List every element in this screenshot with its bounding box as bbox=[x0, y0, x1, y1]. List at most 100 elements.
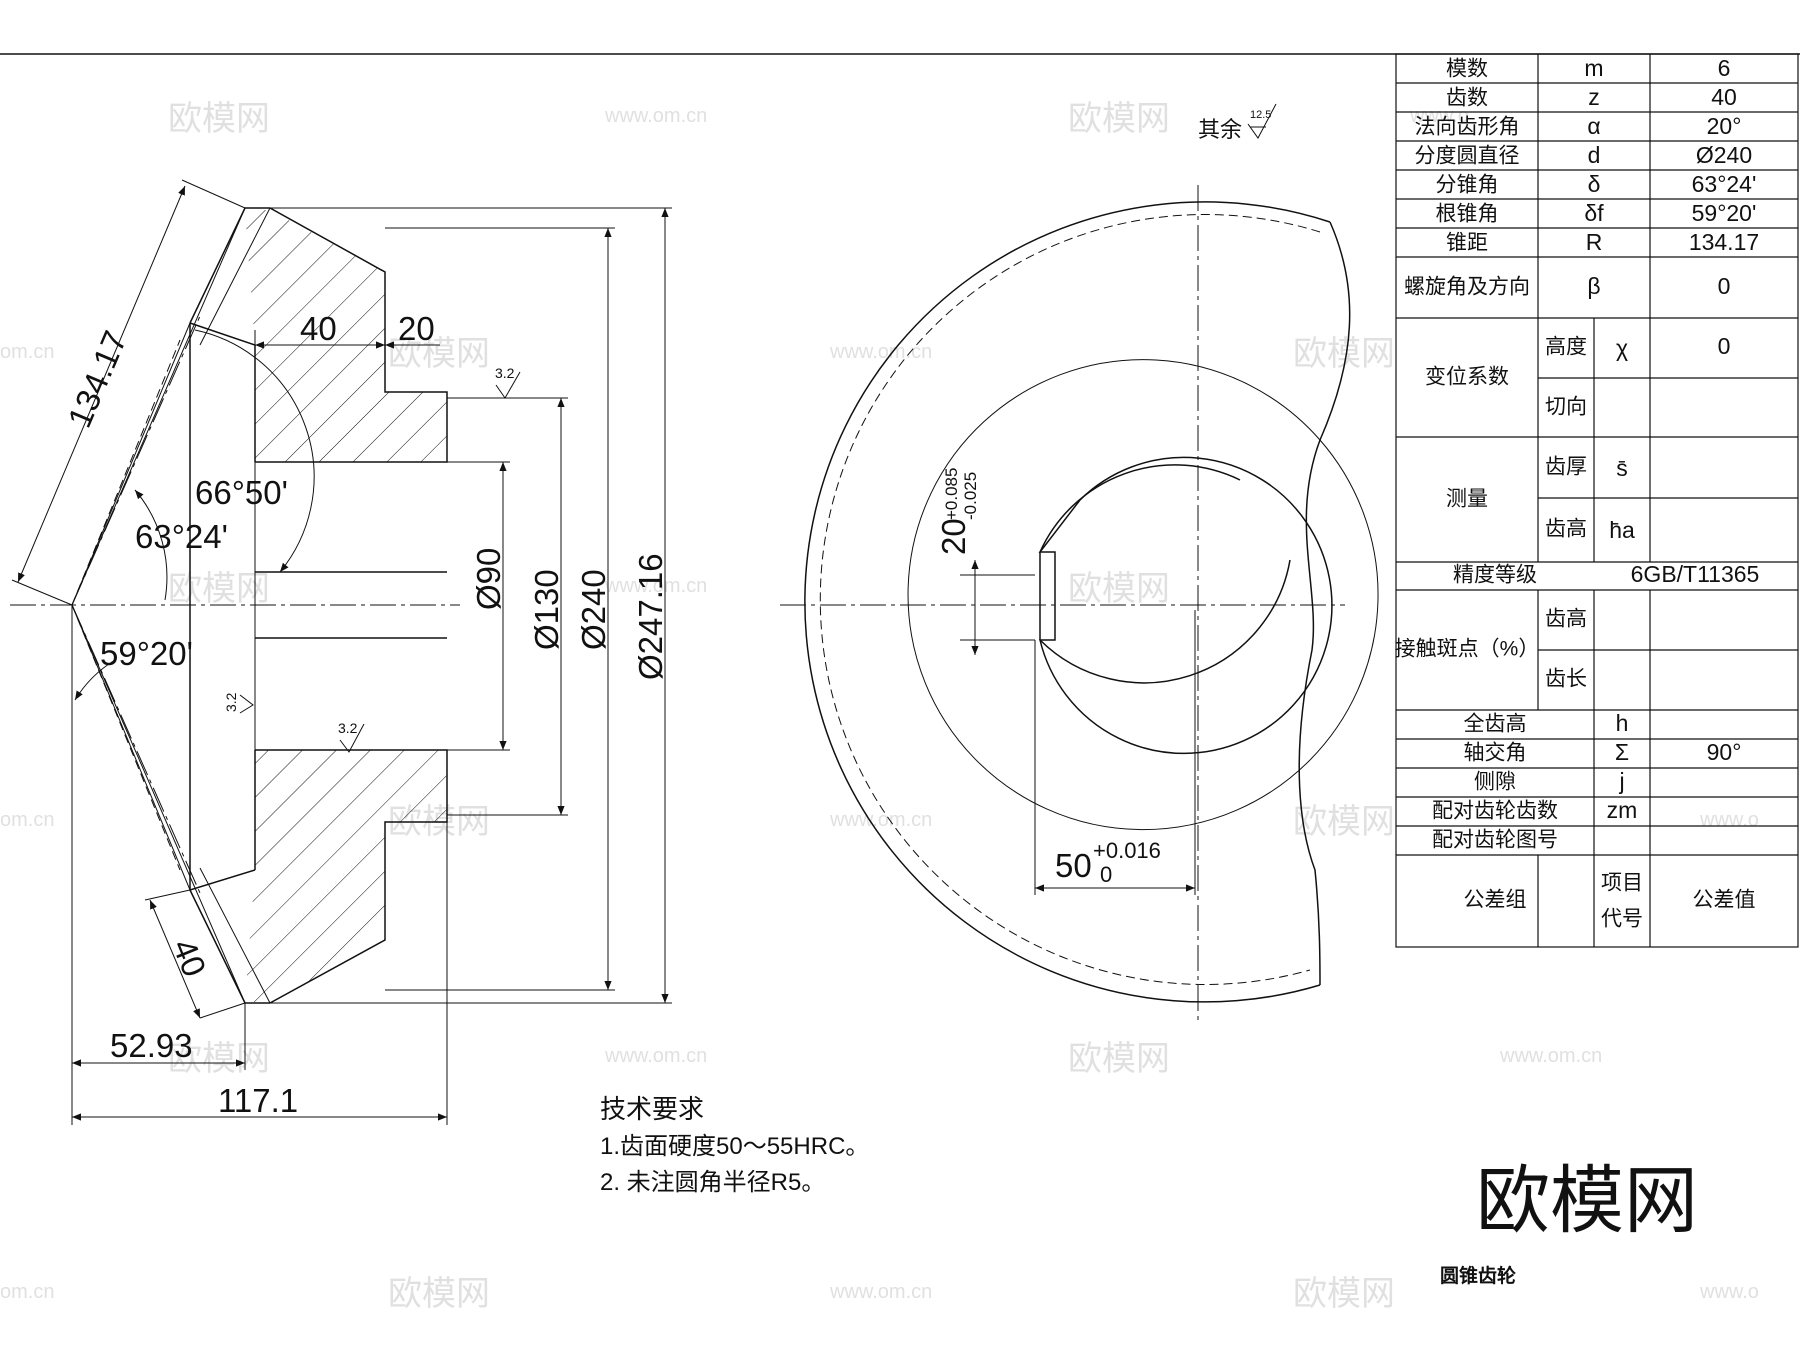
roughness-note-label: 其余 bbox=[1198, 117, 1242, 142]
dim-key-tol-upper: +0.085 bbox=[942, 468, 961, 520]
table-contact-label: 接触斑点（%） bbox=[1395, 638, 1540, 661]
dim-pitch-angle: 63°24' bbox=[135, 518, 228, 555]
table-row-label: 锥距 bbox=[1446, 232, 1488, 255]
table-shift-sub: 切向 bbox=[1545, 396, 1587, 419]
svg-text:www.om.cn: www.om.cn bbox=[604, 105, 707, 127]
table-tolerance-code: 代号 bbox=[1601, 908, 1643, 931]
svg-text:om.cn: om.cn bbox=[0, 341, 54, 363]
table-measure-sub: 齿厚 bbox=[1545, 456, 1587, 479]
table-shift-symbol: χ bbox=[1616, 335, 1628, 361]
svg-text:欧模网: 欧模网 bbox=[1293, 1275, 1395, 1313]
table-row-label: 螺旋角及方向 bbox=[1404, 276, 1530, 299]
table-row-label: 模数 bbox=[1446, 58, 1488, 81]
table-row-symbol: α bbox=[1587, 113, 1600, 139]
table-row-label: 法向齿形角 bbox=[1415, 116, 1520, 139]
table-row-label: 配对齿轮图号 bbox=[1432, 829, 1558, 852]
table-row-label: 配对齿轮齿数 bbox=[1432, 800, 1558, 823]
svg-text:欧模网: 欧模网 bbox=[1068, 100, 1170, 138]
table-shift-label: 变位系数 bbox=[1425, 366, 1509, 389]
svg-text:3.2: 3.2 bbox=[495, 365, 515, 381]
table-row-value: 59°20' bbox=[1692, 200, 1757, 226]
tech-requirements: 技术要求 1.齿面硬度50～55HRC。 2. 未注圆角半径R5。 bbox=[600, 1094, 869, 1196]
table-row-symbol: Σ bbox=[1615, 739, 1629, 765]
dim-dia-130: Ø130 bbox=[528, 569, 565, 650]
table-contact-sub: 齿高 bbox=[1545, 608, 1587, 631]
table-row-symbol: R bbox=[1586, 229, 1603, 255]
table-row-symbol: δ bbox=[1588, 171, 1601, 197]
table-row-label: 轴交角 bbox=[1464, 742, 1527, 765]
table-row-label: 齿数 bbox=[1446, 87, 1488, 110]
hatch-lower bbox=[245, 750, 447, 1002]
table-row-label: 侧隙 bbox=[1474, 771, 1516, 794]
table-contact-sub: 齿长 bbox=[1545, 668, 1587, 691]
svg-text:www.o: www.o bbox=[1409, 105, 1469, 127]
tech-req-title: 技术要求 bbox=[600, 1094, 704, 1124]
table-row-symbol: δf bbox=[1584, 200, 1604, 226]
table-shift-value: 0 bbox=[1718, 333, 1731, 359]
end-view: 20 +0.085 -0.025 50 +0.016 0 其余 12.5 bbox=[780, 103, 1379, 1020]
table-row-label: 全齿高 bbox=[1464, 713, 1527, 736]
svg-text:om.cn: om.cn bbox=[0, 1281, 54, 1303]
table-row-value: 134.17 bbox=[1689, 229, 1759, 255]
table-row-value: 40 bbox=[1711, 84, 1737, 110]
dim-key-base: 20 bbox=[935, 518, 972, 555]
table-accuracy-label: 精度等级 bbox=[1453, 564, 1537, 587]
section-view: Ø90 Ø130 Ø240 Ø247.16 40 20 134.17 66°50… bbox=[10, 179, 672, 1125]
table-tolerance-group: 公差组 bbox=[1464, 889, 1527, 912]
dim-hub-width: 40 bbox=[300, 310, 337, 347]
logo: 欧模网 bbox=[1476, 1159, 1698, 1242]
roughness-symbol: 3.2 3.2 3.2 bbox=[223, 365, 521, 753]
svg-text:www.om.cn: www.om.cn bbox=[829, 809, 932, 831]
svg-text:3.2: 3.2 bbox=[338, 720, 358, 736]
table-row-symbol: m bbox=[1584, 55, 1603, 81]
svg-text:欧模网: 欧模网 bbox=[1293, 803, 1395, 841]
svg-text:欧模网: 欧模网 bbox=[168, 570, 270, 608]
table-shift-sub: 高度 bbox=[1545, 336, 1587, 359]
svg-text:欧模网: 欧模网 bbox=[1068, 1040, 1170, 1078]
table-row-value: 6 bbox=[1718, 55, 1731, 81]
part-name: 圆锥齿轮 bbox=[1440, 1264, 1516, 1287]
table-measure-symbol: h̄a bbox=[1609, 517, 1635, 543]
table-tolerance-item: 项目 bbox=[1601, 872, 1643, 895]
table-row-value: 90° bbox=[1707, 739, 1742, 765]
table-row-symbol: h bbox=[1616, 710, 1629, 736]
svg-text:www.o: www.o bbox=[1699, 1281, 1759, 1303]
table-tolerance-value: 公差值 bbox=[1693, 889, 1756, 912]
svg-text:www.o: www.o bbox=[1699, 809, 1759, 831]
svg-text:www.om.cn: www.om.cn bbox=[1499, 1045, 1602, 1067]
svg-text:www.om.cn: www.om.cn bbox=[604, 575, 707, 597]
roughness-note-symbol bbox=[1247, 103, 1277, 139]
table-measure-label: 测量 bbox=[1446, 488, 1488, 511]
dim-117-1: 117.1 bbox=[218, 1082, 298, 1119]
table-row-label: 分锥角 bbox=[1436, 174, 1499, 197]
table-measure-symbol: s̄ bbox=[1616, 455, 1628, 481]
dim-dia-247: Ø247.16 bbox=[632, 553, 669, 680]
dim-step-width: 20 bbox=[398, 310, 435, 347]
dim-cone-distance: 134.17 bbox=[60, 325, 133, 432]
svg-text:欧模网: 欧模网 bbox=[388, 1275, 490, 1313]
dim-dia-90: Ø90 bbox=[470, 548, 507, 610]
dim-bore-tol-lower: 0 bbox=[1100, 862, 1112, 887]
parameter-table: 模数 m 6 齿数 z 40 法向齿形角 α 20° 分度圆直径 d Ø240 … bbox=[1395, 53, 1799, 948]
tech-req-item-1: 1.齿面硬度50～55HRC。 bbox=[600, 1133, 869, 1160]
svg-text:欧模网: 欧模网 bbox=[1068, 570, 1170, 608]
table-row-symbol: j bbox=[1618, 768, 1624, 794]
table-row-symbol: z bbox=[1588, 84, 1600, 110]
svg-text:欧模网: 欧模网 bbox=[168, 1040, 270, 1078]
svg-text:om.cn: om.cn bbox=[0, 809, 54, 831]
svg-text:www.om.cn: www.om.cn bbox=[829, 1281, 932, 1303]
tech-req-item-2: 2. 未注圆角半径R5。 bbox=[600, 1169, 825, 1196]
table-accuracy-value: 6GB/T11365 bbox=[1631, 561, 1760, 587]
table-row-symbol: β bbox=[1587, 273, 1600, 299]
hatch-upper bbox=[245, 210, 447, 462]
dim-face-width: 40 bbox=[166, 934, 214, 982]
table-row-value: 63°24' bbox=[1692, 171, 1757, 197]
table-row-label: 根锥角 bbox=[1436, 203, 1499, 226]
svg-text:3.2: 3.2 bbox=[223, 692, 239, 712]
svg-text:欧模网: 欧模网 bbox=[388, 335, 490, 373]
dim-bore-base: 50 bbox=[1055, 847, 1092, 884]
svg-text:www.om.cn: www.om.cn bbox=[829, 341, 932, 363]
dim-dia-240: Ø240 bbox=[575, 569, 612, 650]
table-measure-sub: 齿高 bbox=[1545, 518, 1587, 541]
